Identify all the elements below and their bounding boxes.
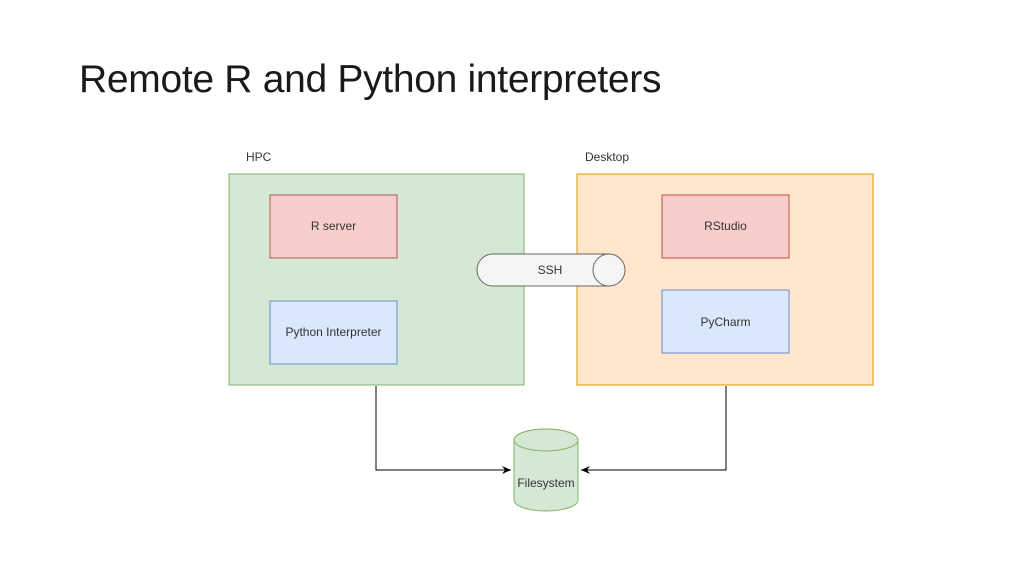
- pycharm-label: PyCharm: [700, 315, 750, 329]
- desktop-group-label: Desktop: [585, 150, 629, 164]
- slide-title: Remote R and Python interpreters: [79, 58, 662, 101]
- rstudio-label: RStudio: [704, 219, 747, 233]
- python-interpreter-node[interactable]: Python Interpreter: [269, 300, 398, 365]
- filesystem-node[interactable]: Filesystem: [513, 428, 579, 512]
- filesystem-label: Filesystem: [517, 476, 574, 490]
- pycharm-node[interactable]: PyCharm: [661, 289, 790, 354]
- ssh-tunnel-node[interactable]: SSH: [476, 253, 626, 287]
- desktop-to-filesystem-edge: [581, 386, 727, 474]
- python-interpreter-label: Python Interpreter: [285, 325, 381, 339]
- rstudio-node[interactable]: RStudio: [661, 194, 790, 259]
- ssh-label: SSH: [538, 263, 563, 277]
- hpc-group-label: HPC: [246, 150, 272, 164]
- hpc-to-filesystem-edge: [375, 386, 511, 474]
- filesystem-top-icon: [513, 428, 579, 452]
- r-server-label: R server: [311, 219, 356, 233]
- r-server-node[interactable]: R server: [269, 194, 398, 259]
